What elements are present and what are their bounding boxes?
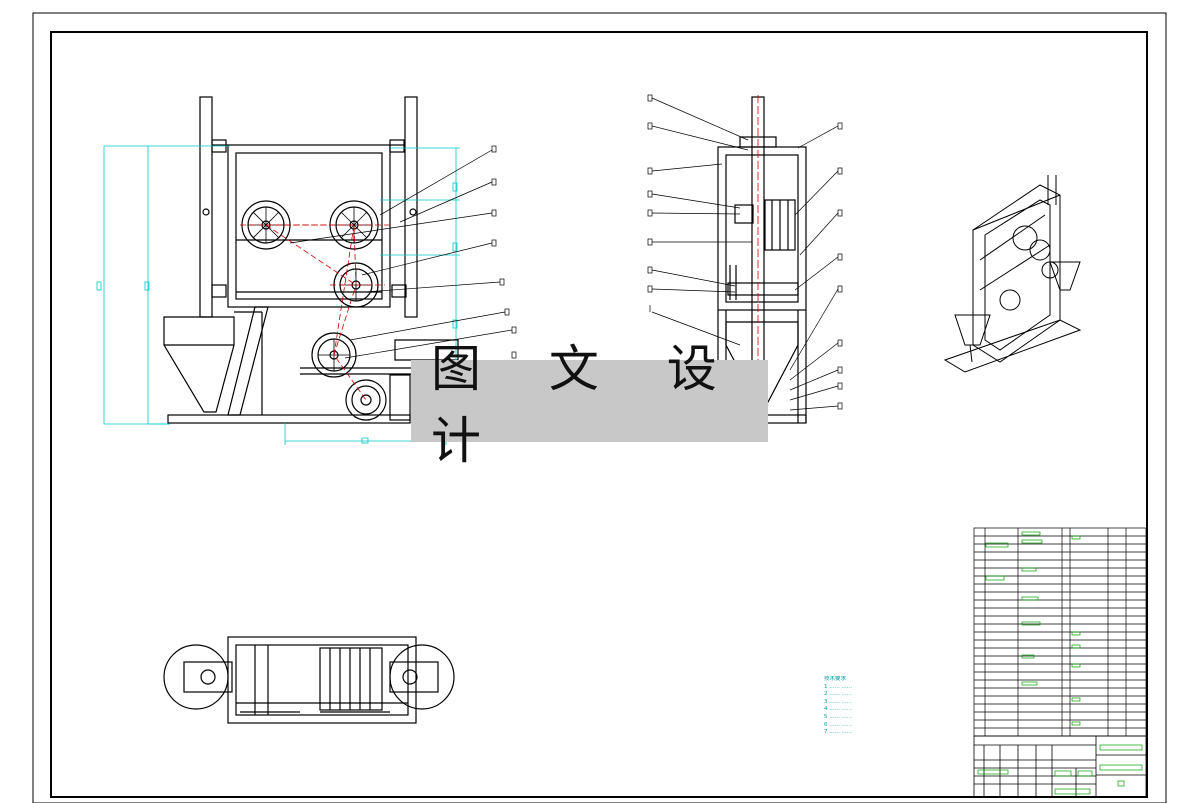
- side-view-leaders: [647, 94, 843, 411]
- drive-wheel: [345, 379, 387, 421]
- technical-note-3: 3 ...... ......: [824, 698, 852, 705]
- technical-note-4: 4 ...... ......: [824, 706, 852, 713]
- technical-notes-title: 技术要求: [824, 676, 847, 682]
- technical-notes: 技术要求 1 ...... ...... 2 ...... ...... 3 .…: [824, 676, 974, 737]
- technical-note-1: 1 ...... ......: [824, 683, 852, 690]
- parts-list: [973, 527, 1147, 737]
- drawing-frame: [50, 31, 1148, 798]
- title-block: [973, 735, 1147, 798]
- technical-note-2: 2 ...... ......: [824, 691, 852, 698]
- technical-note-6: 6 ...... ......: [824, 721, 852, 728]
- front-view-dimensions: [96, 145, 460, 445]
- technical-note-7: 7 ...... ......: [824, 729, 852, 736]
- front-view-centerlines: [240, 224, 390, 401]
- title-block-hatch: [977, 744, 1143, 795]
- parts-list-hatch: [985, 531, 1081, 726]
- technical-note-5: 5 ...... ......: [824, 713, 852, 720]
- front-view-leaders: [289, 145, 517, 359]
- isometric-view: [943, 175, 1082, 373]
- watermark-banner: 图 文 设 计: [411, 340, 768, 470]
- sheet-border: [32, 12, 1167, 803]
- top-view: [163, 636, 455, 724]
